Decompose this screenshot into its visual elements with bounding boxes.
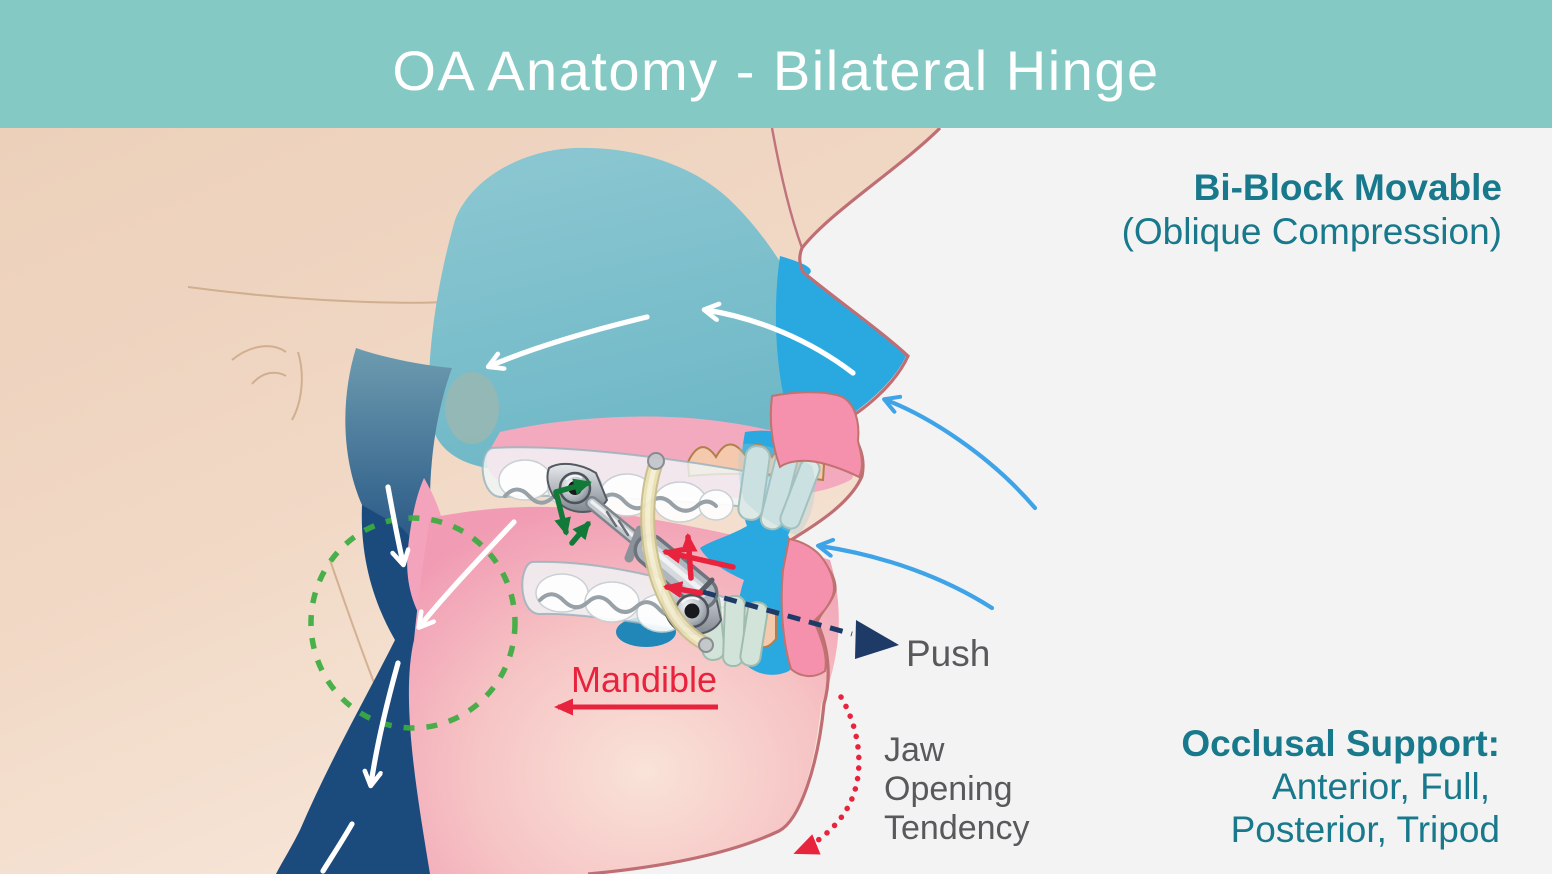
jaw-opening-label-1: Jaw [884, 731, 945, 769]
bi-block-caption: Bi-Block Movable (Oblique Compression) [1122, 167, 1502, 252]
oral-inhale-arrow [816, 537, 995, 611]
mandible-annotation: Mandible [554, 659, 718, 716]
airflow-arrow-throat-upper [385, 484, 403, 563]
bi-block-line1: Bi-Block Movable [1194, 167, 1502, 208]
push-annotation: Push [702, 589, 990, 674]
ear-canal-shadow [445, 372, 499, 444]
airflow-arrows [320, 310, 856, 874]
airflow-arrow-throat-lower [371, 660, 401, 784]
jaw-opening-label-3: Tendency [884, 809, 1030, 847]
bi-block-line2: (Oblique Compression) [1122, 211, 1502, 252]
nasal-inhale-arrow [882, 394, 1038, 511]
occlusal-support-caption: Occlusal Support: Anterior, Full, Poster… [1181, 723, 1500, 850]
device-green-force-arrows [553, 478, 592, 546]
upper-incisors [737, 445, 821, 531]
push-arrowhead [855, 620, 899, 659]
jaw-opening-label-2: Opening [884, 770, 1013, 808]
occlusal-line1: Anterior, Full, [1272, 766, 1490, 807]
device-red-force-arrows [662, 533, 736, 598]
airflow-arrow-nasopharynx [490, 314, 650, 366]
airflow-arrow-nasal-back [706, 310, 856, 376]
airflow-arrow-oropharynx [420, 519, 517, 626]
inhale-arrows [816, 394, 1038, 611]
push-dashed-line [702, 589, 853, 637]
lips [769, 391, 863, 677]
upper-tray-wire [503, 487, 718, 513]
jaw-opening-arrow [793, 694, 862, 855]
nasal-passage-blue [775, 256, 906, 425]
elastic-strap [640, 452, 714, 653]
face-profile-outline [587, 126, 942, 874]
header-band: OA Anatomy - Bilateral Hinge [0, 0, 1552, 128]
push-label: Push [906, 633, 990, 674]
occlusal-line2: Posterior, Tripod [1231, 809, 1500, 850]
mandible-label: Mandible [571, 659, 717, 700]
jaw-opening-annotation: Jaw Opening Tendency [793, 694, 1030, 855]
airflow-arrow-esophageal [320, 821, 355, 874]
pharynx-highlight-circle [308, 515, 518, 731]
occlusal-title: Occlusal Support: [1181, 723, 1500, 764]
nasal-airway-region [428, 147, 841, 471]
page-title: OA Anatomy - Bilateral Hinge [392, 39, 1159, 102]
